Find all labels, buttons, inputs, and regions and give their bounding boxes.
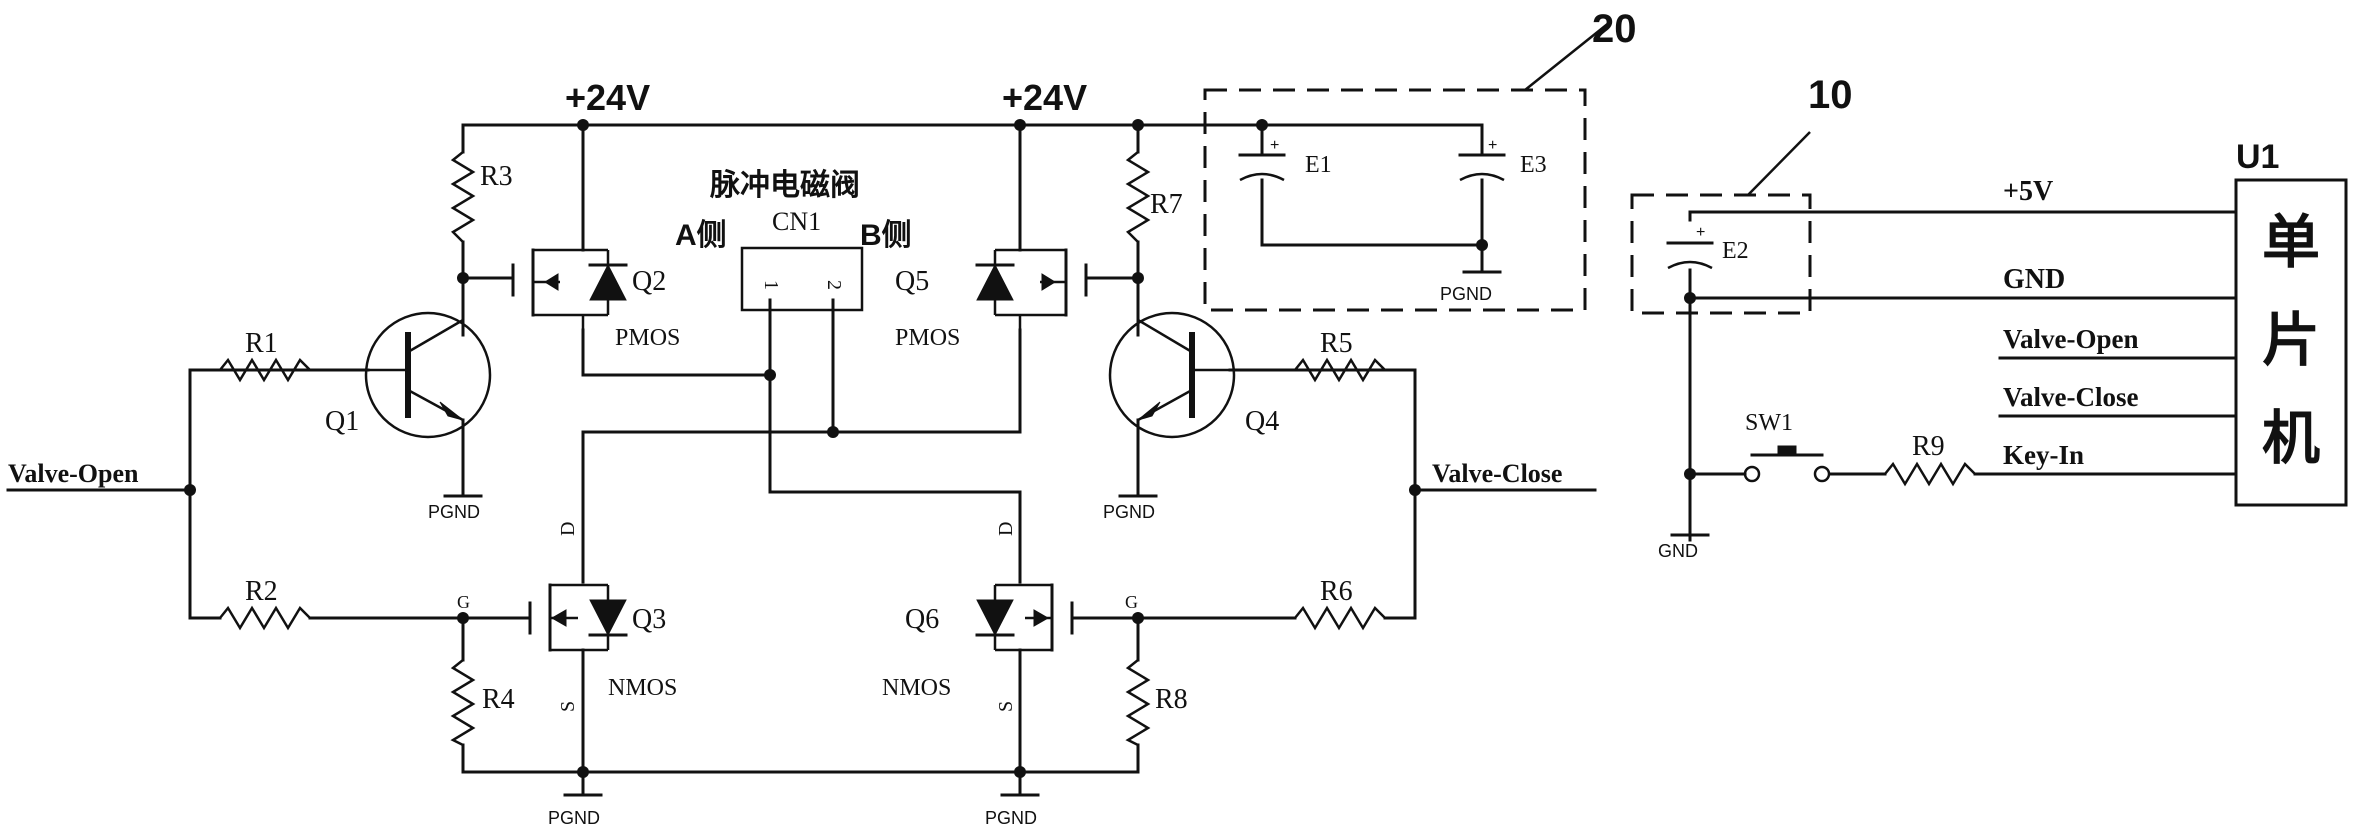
mcu-u1 xyxy=(2234,178,2348,507)
signal-valve-open-left: Valve-Open xyxy=(8,459,139,488)
plus-e2: + xyxy=(1696,224,1705,241)
label-q1: Q1 xyxy=(325,406,359,437)
callout-10: 10 xyxy=(1808,73,1853,117)
valve-pin2: 2 xyxy=(823,280,845,290)
label-g-left: G xyxy=(457,592,470,612)
capacitor-e3 xyxy=(1458,153,1506,182)
label-d-right: D xyxy=(995,522,1017,536)
resistor-r3 xyxy=(450,151,476,243)
label-q6: Q6 xyxy=(905,604,939,635)
transistor-q4 xyxy=(1108,311,1236,439)
label-r3: R3 xyxy=(480,161,513,192)
mcu-char-1: 单 xyxy=(2262,210,2320,275)
label-pgnd-bottom-right: PGND xyxy=(985,808,1037,828)
label-q2: Q2 xyxy=(632,266,666,297)
label-d-left: D xyxy=(557,522,579,536)
label-q4: Q4 xyxy=(1245,406,1279,437)
signal-plus5v: +5V xyxy=(2003,176,2053,207)
signal-valve-open-mcu: Valve-Open xyxy=(2003,324,2139,354)
valve-title: 脉冲电磁阀 xyxy=(710,168,860,202)
plus-e3: + xyxy=(1488,137,1497,154)
resistor-r6 xyxy=(1294,605,1386,631)
capacitor-e2 xyxy=(1666,241,1714,270)
label-q5: Q5 xyxy=(895,266,929,297)
label-q3: Q3 xyxy=(632,604,666,635)
label-r4: R4 xyxy=(482,684,515,715)
resistor-r7 xyxy=(1125,151,1151,243)
valve-side-a: A侧 xyxy=(675,219,727,252)
resistor-r5 xyxy=(1294,357,1415,383)
label-r6: R6 xyxy=(1320,576,1353,607)
label-r5: R5 xyxy=(1320,328,1353,359)
label-e2: E2 xyxy=(1722,238,1749,264)
mcu-char-2: 片 xyxy=(2262,308,2320,373)
label-sw1: SW1 xyxy=(1745,410,1793,436)
resistor-r9 xyxy=(1884,461,1976,487)
resistor-r1 xyxy=(219,357,311,383)
label-r1: R1 xyxy=(245,328,278,359)
label-e1: E1 xyxy=(1305,152,1332,178)
group-20-box xyxy=(1203,88,1587,312)
labels: +24V +24V 20 10 脉冲电磁阀 CN1 A侧 B侧 1 2 R1 R… xyxy=(8,7,2320,828)
label-r8: R8 xyxy=(1155,684,1188,715)
mcu-ref: U1 xyxy=(2236,138,2279,176)
resistor-r4 xyxy=(450,659,476,747)
callout-20: 20 xyxy=(1592,7,1637,51)
ground-symbols xyxy=(443,270,1710,797)
label-pmos-left: PMOS xyxy=(615,325,680,351)
transistor-q1 xyxy=(364,311,492,492)
label-r2: R2 xyxy=(245,576,278,607)
label-nmos-left: NMOS xyxy=(608,675,677,701)
label-s-left: S xyxy=(557,701,579,712)
label-vcc-left: +24V xyxy=(565,77,650,118)
wires xyxy=(6,123,2238,797)
label-g-right: G xyxy=(1125,592,1138,612)
signal-gnd: GND xyxy=(2003,264,2065,295)
group-boxes xyxy=(1203,21,1812,315)
mosfet-q5 xyxy=(975,248,1088,330)
valve-cn1 xyxy=(740,246,864,312)
signal-valve-close-right: Valve-Close xyxy=(1432,459,1562,488)
junctions xyxy=(184,119,1696,778)
label-pgnd-q1: PGND xyxy=(428,502,480,522)
label-r9: R9 xyxy=(1912,431,1945,462)
callout-20-leader xyxy=(1524,21,1611,91)
mcu-char-3: 机 xyxy=(2262,406,2320,471)
valve-ref: CN1 xyxy=(772,207,821,236)
label-pmos-right: PMOS xyxy=(895,325,960,351)
switch-sw1[interactable] xyxy=(1743,445,1831,483)
plus-e1: + xyxy=(1270,137,1279,154)
label-gnd-bottom: GND xyxy=(1658,541,1698,561)
label-s-right: S xyxy=(995,701,1017,712)
mosfet-q6 xyxy=(975,583,1074,652)
capacitor-e1 xyxy=(1238,153,1286,182)
label-pgnd-group20: PGND xyxy=(1440,284,1492,304)
label-nmos-right: NMOS xyxy=(882,675,951,701)
signal-valve-close-mcu: Valve-Close xyxy=(2003,382,2139,412)
label-pgnd-q4: PGND xyxy=(1103,502,1155,522)
label-vcc-right: +24V xyxy=(1002,77,1087,118)
label-e3: E3 xyxy=(1520,152,1547,178)
resistor-r8 xyxy=(1125,659,1151,747)
label-r7: R7 xyxy=(1150,189,1183,220)
callout-10-leader xyxy=(1747,131,1811,196)
signal-key-in: Key-In xyxy=(2003,440,2084,470)
mosfet-q3 xyxy=(528,583,628,652)
mosfet-q2 xyxy=(511,248,628,330)
valve-pin1: 1 xyxy=(760,280,782,290)
resistor-r2 xyxy=(219,605,311,631)
valve-side-b: B侧 xyxy=(860,219,912,252)
group-10-box xyxy=(1630,193,1812,315)
resistors xyxy=(219,151,1976,747)
label-pgnd-bottom-left: PGND xyxy=(548,808,600,828)
